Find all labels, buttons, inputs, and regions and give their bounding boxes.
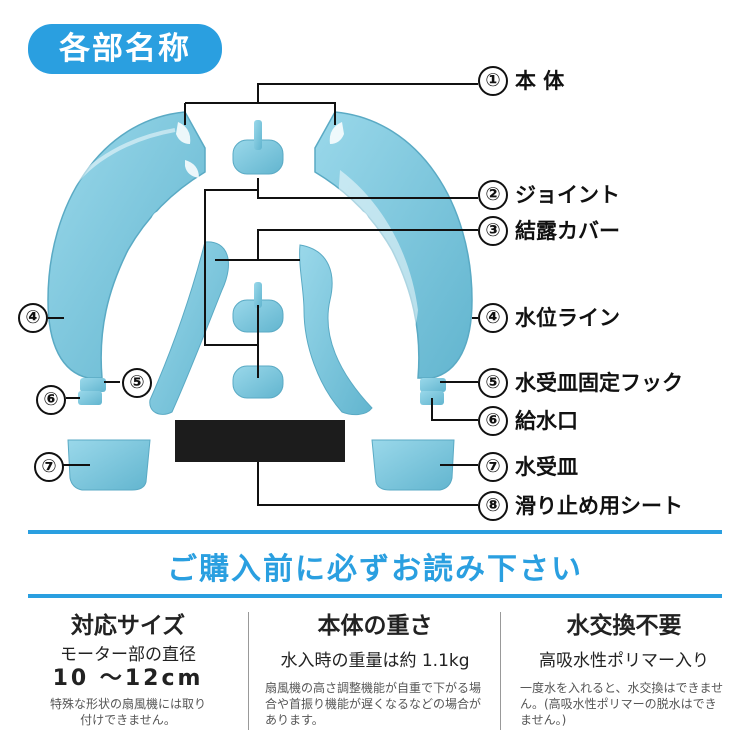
notice-band-top: [28, 530, 722, 534]
divider-1: [248, 612, 249, 730]
parts-diagram: [47, 83, 478, 506]
cover-left: [149, 241, 229, 415]
info-weight-sub: 水入時の重量は約 1.1kg: [280, 651, 470, 671]
callout-label-5: 水受皿固定フック: [515, 371, 683, 395]
callout-num-5-right: ⑤: [478, 368, 508, 398]
info-water: 水交換不要 高吸水性ポリマー入り 一度水を入れると、水交換はできません。(高吸水…: [502, 612, 746, 728]
callout-num-1: ①: [478, 66, 508, 96]
hook-left: [80, 378, 106, 392]
body-right: [314, 111, 473, 379]
info-water-note: 一度水を入れると、水交換はできません。(高吸水性ポリマーの脱水はできません。): [520, 681, 724, 727]
info-size-note: 特殊な形状の扇風機には取り付けできません。: [49, 697, 206, 727]
info-size-title: 対応サイズ: [70, 613, 186, 639]
callout-num-7-right: ⑦: [478, 452, 508, 482]
info-size-value: 10 ～12cm: [52, 666, 204, 691]
callout-num-5-left: ⑤: [122, 368, 152, 398]
callout-label-1: 本 体: [515, 69, 565, 93]
cover-right: [299, 244, 373, 416]
body-left: [47, 111, 206, 379]
callout-label-7: 水受皿: [515, 455, 578, 479]
notice-band-bottom: [28, 594, 722, 598]
leader-lines: [48, 83, 478, 506]
callout-label-2: ジョイント: [515, 183, 620, 207]
callout-num-6-left: ⑥: [36, 385, 66, 415]
info-water-title: 水交換不要: [566, 613, 682, 639]
callout-num-4-left: ④: [18, 303, 48, 333]
info-size-sub: モーター部の直径: [60, 645, 196, 665]
notice-title: ご購入前に必ずお読み下さい: [167, 552, 583, 587]
info-weight: 本体の重さ 水入時の重量は約 1.1kg 扇風機の高さ調整機能が自重で下がる場合…: [253, 612, 497, 728]
callout-num-8: ⑧: [478, 491, 508, 521]
callout-num-4-right: ④: [478, 303, 508, 333]
hook-right: [420, 378, 446, 392]
callout-num-3: ③: [478, 216, 508, 246]
callout-label-6: 給水口: [515, 409, 578, 433]
inlet-left: [78, 391, 102, 405]
callout-num-7-left: ⑦: [34, 452, 64, 482]
joint-top: [232, 120, 284, 175]
tray-right: [371, 439, 455, 491]
anti-slip-sheet: [175, 420, 345, 462]
divider-2: [500, 612, 501, 730]
callout-label-8: 滑り止め用シート: [515, 494, 683, 518]
tray-left: [67, 439, 151, 491]
callout-num-6-right: ⑥: [478, 406, 508, 436]
callout-label-4: 水位ライン: [515, 306, 620, 330]
info-weight-title: 本体の重さ: [317, 613, 433, 639]
section-title: 各部名称: [28, 24, 222, 74]
callout-num-2: ②: [478, 180, 508, 210]
info-water-sub: 高吸水性ポリマー入り: [539, 651, 709, 671]
info-size: 対応サイズ モーター部の直径 10 ～12cm 特殊な形状の扇風機には取り付けで…: [6, 612, 250, 728]
info-weight-note: 扇風機の高さ調整機能が自重で下がる場合や首振り機能が遅くなるなどの場合があります…: [265, 681, 482, 727]
callout-label-3: 結露カバー: [515, 219, 620, 243]
